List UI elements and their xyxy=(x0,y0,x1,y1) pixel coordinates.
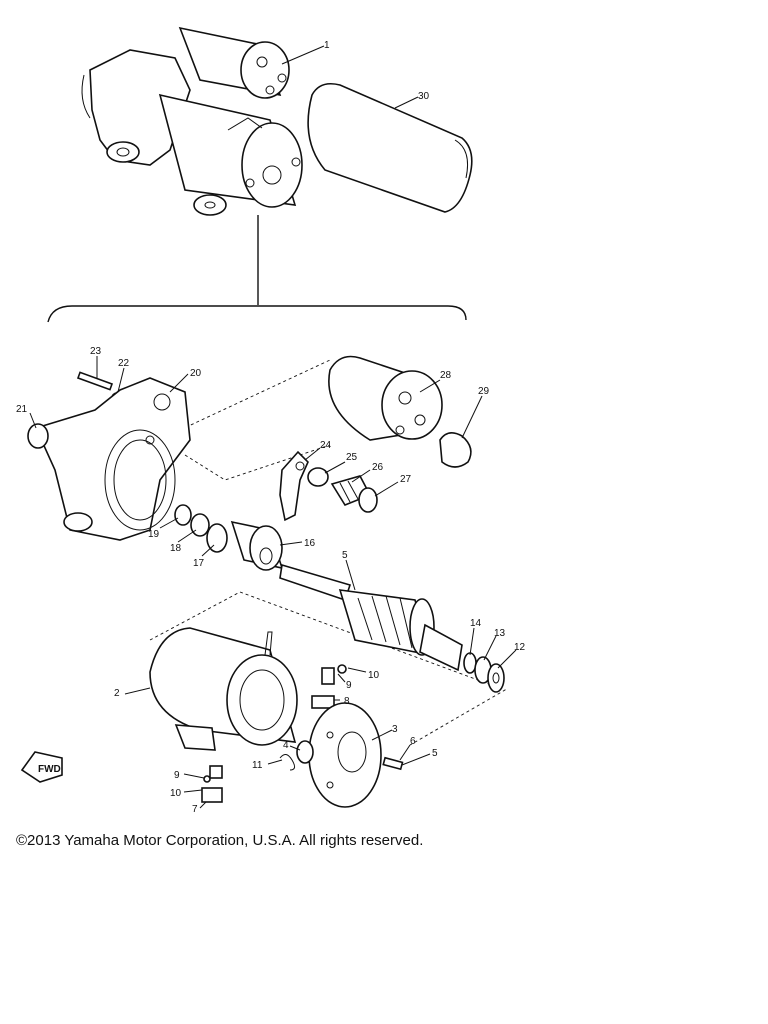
callout-11: 11 xyxy=(252,760,263,771)
callout-28: 28 xyxy=(440,370,452,381)
pinion-parts xyxy=(174,504,228,553)
callout-5b: 5 xyxy=(432,748,438,759)
callout-13: 13 xyxy=(494,628,506,639)
callout-29: 29 xyxy=(478,386,490,397)
callout-5a: 5 xyxy=(342,550,348,561)
callout-16: 16 xyxy=(304,538,316,549)
callout-10b: 10 xyxy=(170,788,182,799)
callout-30: 30 xyxy=(418,91,430,102)
callout-7: 7 xyxy=(192,804,198,815)
leader-lines xyxy=(29,45,517,809)
callout-4: 4 xyxy=(283,740,289,751)
callout-1: 1 xyxy=(324,40,330,51)
callout-17: 17 xyxy=(193,558,205,569)
callout-23: 23 xyxy=(90,346,102,357)
overrunning-clutch xyxy=(230,520,284,571)
callout-12: 12 xyxy=(514,642,526,653)
brush-holder xyxy=(279,740,314,771)
exploded-view-bracket xyxy=(47,215,467,323)
callout-21: 21 xyxy=(16,404,28,415)
fwd-arrow-icon: FWD xyxy=(20,751,63,783)
drive-housing xyxy=(27,377,191,541)
rear-cover xyxy=(308,702,404,808)
callout-25: 25 xyxy=(346,452,358,463)
brush-parts-lower xyxy=(201,765,223,803)
copyright-notice: ©2013 Yamaha Motor Corporation, U.S.A. A… xyxy=(16,832,424,849)
callout-8a: 8 xyxy=(344,696,350,707)
callout-27: 27 xyxy=(400,474,412,485)
callout-20: 20 xyxy=(190,368,202,379)
shift-lever-parts xyxy=(279,450,378,522)
yoke-assembly xyxy=(149,627,298,751)
armature xyxy=(279,563,463,672)
starter-motor-exploded-diagram: FWD 1 30 xyxy=(16,26,526,815)
callout-18: 18 xyxy=(170,543,182,554)
svg-text:FWD: FWD xyxy=(38,764,61,775)
callout-22: 22 xyxy=(118,358,130,369)
callout-2: 2 xyxy=(114,688,120,699)
callout-6: 6 xyxy=(410,736,416,747)
callout-24: 24 xyxy=(320,440,332,451)
callout-9a: 9 xyxy=(346,680,352,691)
callout-19: 19 xyxy=(148,529,160,540)
thrust-washers xyxy=(463,652,505,693)
callout-26: 26 xyxy=(372,462,384,473)
callout-9b: 9 xyxy=(174,770,180,781)
callout-3: 3 xyxy=(392,724,398,735)
callout-14: 14 xyxy=(470,618,482,629)
callout-10a: 10 xyxy=(368,670,380,681)
assembled-starter-motor xyxy=(81,26,473,216)
callout-labels: 1 30 23 22 20 21 28 29 24 25 26 27 19 18… xyxy=(16,40,526,815)
brush-parts-upper xyxy=(311,664,347,709)
